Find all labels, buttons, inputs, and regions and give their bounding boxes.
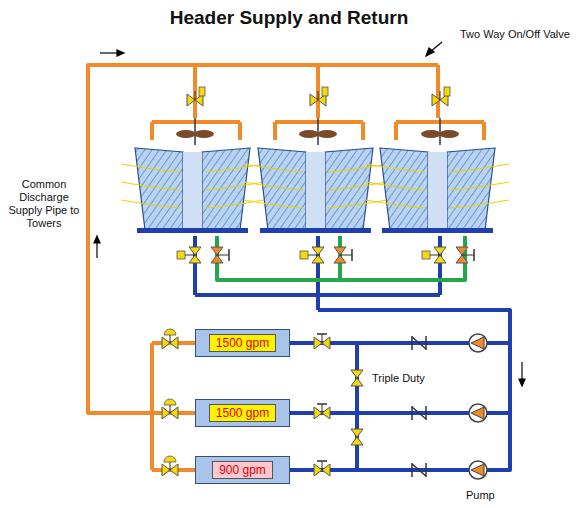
pump-symbol	[469, 461, 487, 479]
airflow	[328, 164, 387, 172]
tower-fill	[258, 148, 306, 230]
airflow	[450, 200, 509, 208]
isolation-valve	[314, 334, 330, 349]
tower-basin	[382, 228, 493, 233]
pump-symbol	[469, 334, 487, 352]
triple-duty-valve	[351, 370, 363, 386]
airflow	[121, 182, 180, 190]
tower-fill	[447, 148, 495, 230]
tower-plenum	[428, 152, 447, 230]
fan	[439, 130, 459, 138]
balancing-valve	[211, 247, 229, 263]
pressure-valve	[162, 456, 178, 476]
flow-label: 900 gpm	[212, 461, 273, 479]
airflow	[244, 200, 303, 208]
airflow	[366, 200, 425, 208]
isolation-valve	[314, 461, 330, 476]
isolation-valve	[314, 404, 330, 419]
fan	[421, 130, 441, 138]
two-way-valve	[310, 87, 328, 106]
tower-fill	[202, 148, 250, 230]
tower-basin	[137, 228, 248, 233]
airflow	[328, 200, 387, 208]
balancing-valve	[334, 247, 352, 263]
isolation-valve	[300, 247, 324, 263]
diagram-title: Header Supply and Return	[0, 7, 578, 29]
airflow	[205, 200, 264, 208]
airflow	[328, 182, 387, 190]
fan	[317, 130, 337, 138]
flow-label: 1500 gpm	[209, 404, 276, 422]
airflow	[450, 164, 509, 172]
chiller-box: 900 gpm	[195, 456, 290, 484]
tower-fill	[325, 148, 373, 230]
tower-fill	[135, 148, 183, 230]
airflow	[205, 164, 264, 172]
airflow	[244, 182, 303, 190]
note-label: Pump	[466, 489, 495, 502]
airflow	[366, 164, 425, 172]
chiller-box: 1500 gpm	[195, 399, 290, 427]
fan	[194, 130, 214, 138]
chiller-box: 1500 gpm	[195, 329, 290, 357]
flow-label: 1500 gpm	[209, 334, 276, 352]
isolation-valve	[177, 247, 201, 263]
note-label: Two Way On/Off Valve	[460, 28, 575, 41]
airflow	[450, 182, 509, 190]
check-valve	[412, 406, 426, 420]
two-way-valve	[187, 87, 205, 106]
check-valve	[412, 463, 426, 477]
balancing-valve	[456, 247, 474, 263]
airflow	[121, 200, 180, 208]
check-valve	[412, 336, 426, 350]
isolation-valve	[422, 247, 446, 263]
note-label: Triple Duty	[372, 372, 425, 385]
pump-symbol	[469, 404, 487, 422]
airflow	[121, 164, 180, 172]
triple-duty-valve	[351, 429, 363, 445]
two-way-valve	[432, 87, 450, 106]
tower-fill	[380, 148, 428, 230]
pressure-valve	[162, 329, 178, 349]
pressure-valve	[162, 399, 178, 419]
fan	[299, 130, 319, 138]
airflow	[205, 182, 264, 190]
tower-basin	[260, 228, 371, 233]
fan	[176, 130, 196, 138]
airflow	[366, 182, 425, 190]
tower-plenum	[183, 152, 202, 230]
tower-plenum	[306, 152, 325, 230]
note-label: Common Discharge Supply Pipe to Towers	[8, 178, 80, 230]
airflow	[244, 164, 303, 172]
